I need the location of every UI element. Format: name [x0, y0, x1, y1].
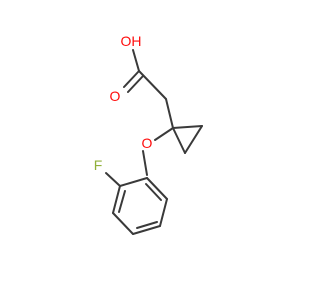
bond-ring-inner-3	[145, 183, 162, 201]
bond-ring-5	[159, 198, 168, 227]
bond-c-f	[105, 172, 121, 187]
bond-ring-2	[112, 185, 121, 214]
bond-c-ch2	[138, 70, 167, 100]
bond-cyclopropane-3	[172, 127, 186, 154]
atom-label-oh: OH	[121, 33, 142, 49]
atom-label-f: F	[94, 157, 103, 173]
bond-cq-o-ether	[154, 127, 174, 141]
atom-label-o-ether: O	[142, 135, 153, 151]
molecule-structure: OH O O F	[94, 33, 203, 235]
bond-ring-inner-1	[118, 190, 126, 213]
atom-label-o-carbonyl: O	[110, 88, 121, 104]
bond-ring-inner-2	[136, 221, 158, 229]
bond-c-o-double-b	[127, 75, 144, 93]
bond-c-o-double-a	[123, 70, 140, 88]
bond-o-ether-aryl	[142, 150, 148, 176]
bond-ring-3	[112, 212, 134, 235]
bond-ring-1	[119, 177, 148, 187]
bond-c-oh	[132, 49, 140, 72]
bond-ring-6	[146, 177, 168, 200]
bond-ch2-cq	[165, 98, 174, 129]
bond-ring-4	[132, 225, 161, 235]
bond-cyclopropane-1	[172, 125, 203, 129]
bond-cyclopropane-2	[184, 125, 203, 154]
